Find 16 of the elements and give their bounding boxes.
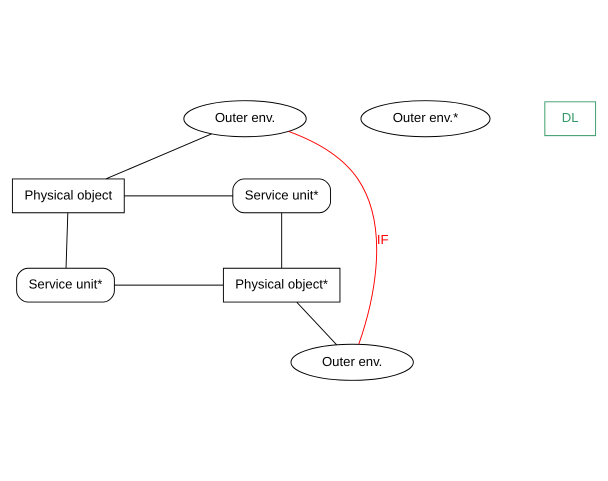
connector [281,212,282,268]
connector [288,130,378,345]
connector [114,284,224,286]
node-ellipse: Outer env. [183,100,307,138]
node-box: Physical object* [222,268,340,303]
node-box: Physical object [12,178,125,214]
node-ellipse: Outer env.* [360,100,490,138]
connector [124,195,234,196]
node-box: Service unit* [16,268,115,303]
node-ellipse: Outer env. [290,344,414,381]
connector [66,212,68,268]
edge-label: IF [376,232,389,247]
node-box: Service unit* [232,178,332,214]
connector [296,302,338,346]
node-box: DL [544,101,596,136]
connector [106,133,212,180]
